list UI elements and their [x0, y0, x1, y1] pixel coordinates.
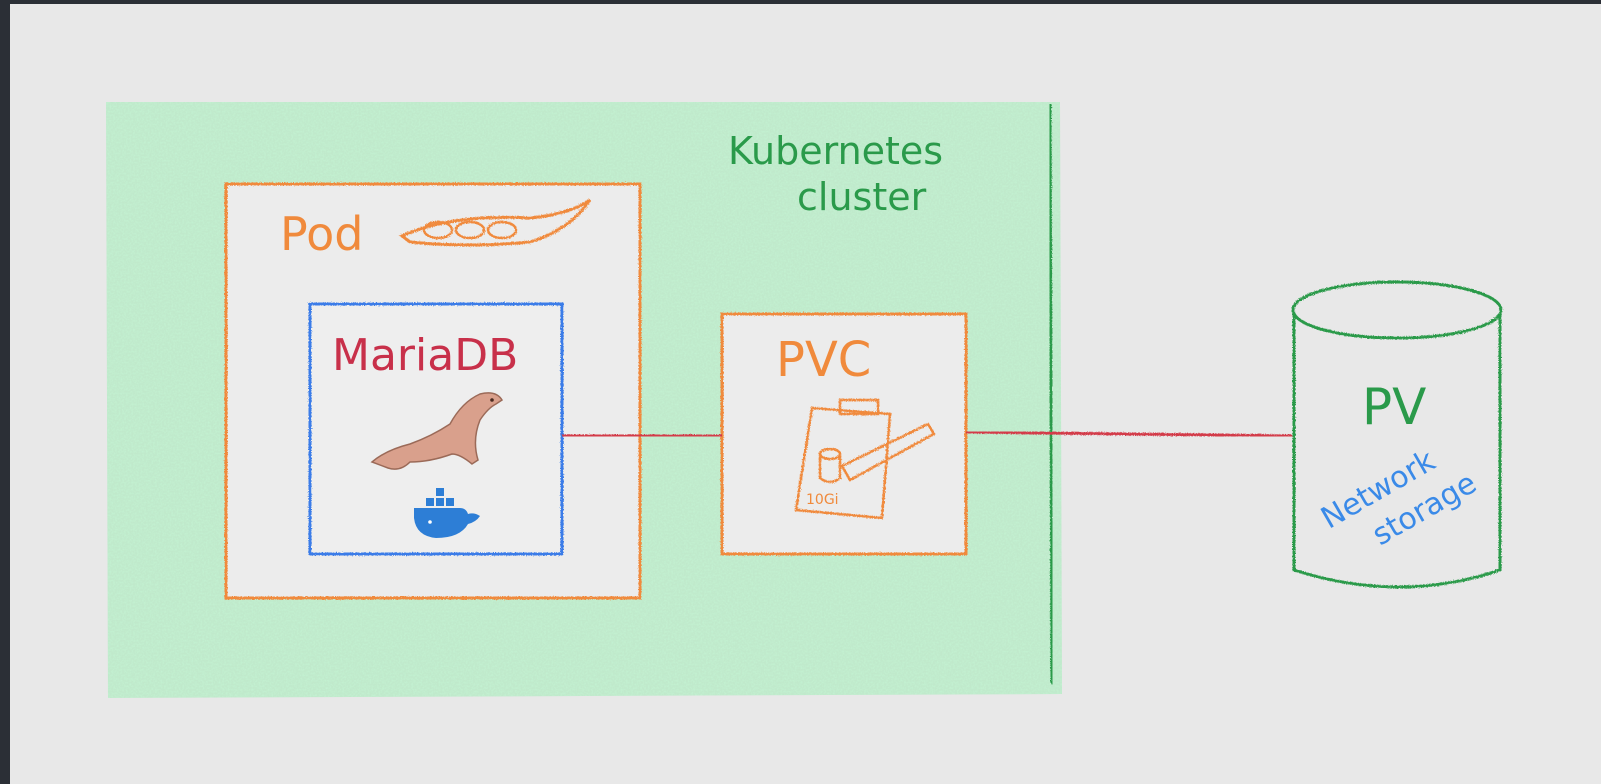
diagram-canvas: Kubernetes cluster Pod MariaDB [10, 4, 1601, 784]
pvc-capacity: 10Gi [806, 492, 839, 508]
seal-icon [370, 392, 504, 470]
docker-whale-icon [414, 488, 480, 538]
pv-cylinder: PV Network storage [1291, 280, 1503, 589]
peapod-icon [399, 198, 592, 247]
pv-label: PV [1362, 378, 1426, 436]
cluster-boundary-line [1048, 103, 1054, 685]
cluster-label-line2: cluster [797, 175, 927, 219]
clipboard-icon [794, 398, 936, 520]
pvc-box: PVC 10Gi [720, 312, 968, 556]
pod-label: Pod [280, 207, 363, 261]
pv-top [1291, 280, 1503, 340]
container-label: MariaDB [332, 330, 518, 381]
pvc-label: PVC [776, 332, 871, 388]
cluster-label-line1: Kubernetes [728, 129, 943, 173]
architecture-diagram: Kubernetes cluster Pod MariaDB [106, 102, 1503, 698]
connections [562, 430, 1293, 438]
mariadb-container: MariaDB [308, 302, 564, 556]
pvc-pv-link [965, 430, 1293, 438]
pv-body [1292, 310, 1502, 589]
